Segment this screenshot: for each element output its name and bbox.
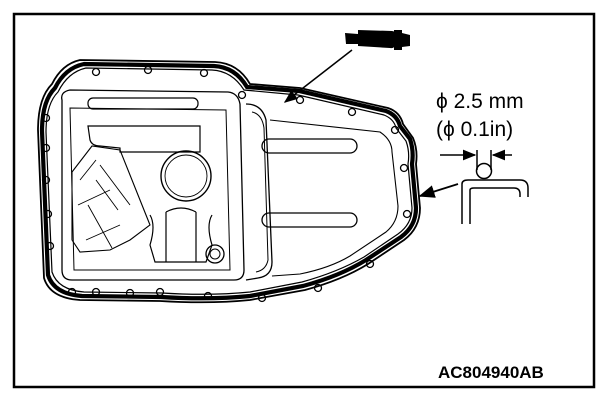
arrow-detail-to-flange — [418, 183, 459, 198]
figure-code: AC804940AB — [438, 363, 544, 382]
oil-pan-right-section — [245, 103, 273, 281]
bead-cross-section-detail — [440, 149, 529, 224]
sealant-tube-icon — [345, 30, 410, 50]
bead-diameter-mm: ϕ 2.5 mm — [436, 90, 524, 113]
bolt-holes — [41, 65, 412, 303]
bead-diameter-in: (ϕ 0.1in) — [436, 118, 513, 141]
oil-pan-top-rib — [87, 97, 199, 110]
oil-pan-flange-outer — [37, 59, 421, 304]
oil-pan-rib-lower — [261, 212, 358, 228]
bead-profile — [475, 162, 493, 180]
oil-pan-sump-wall — [61, 89, 245, 281]
arrow-to-sealant-bead — [283, 49, 353, 103]
sealant-bead — [39, 61, 419, 301]
drain-plug — [205, 244, 225, 264]
oil-pan-baffle — [87, 125, 201, 153]
oil-pan — [37, 59, 421, 304]
figure-frame — [12, 12, 596, 389]
oil-pan-flange-inner — [45, 67, 413, 295]
oil-pan-rib-upper — [261, 138, 358, 154]
oil-pan-boss — [160, 150, 212, 202]
